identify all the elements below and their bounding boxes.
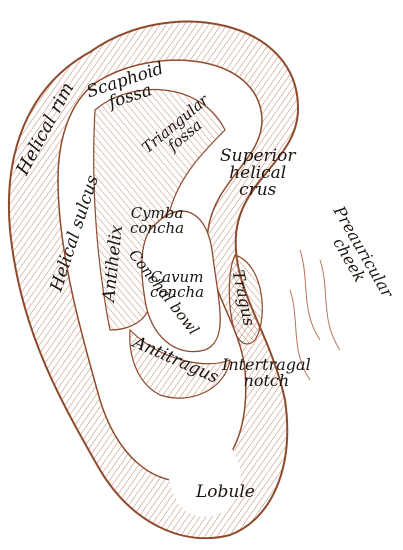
label-lobule: Lobule xyxy=(196,482,255,502)
cheek-stroke xyxy=(299,249,321,341)
antitragus-shape xyxy=(129,328,231,399)
cheek-stroke xyxy=(319,259,341,351)
label-superior-helical-crus: Superior helical crus xyxy=(220,146,296,200)
cheek-stroke xyxy=(289,289,311,381)
label-cavum-concha: Cavum concha xyxy=(150,268,205,301)
tragus-shape xyxy=(228,254,263,345)
concha-cavity xyxy=(141,210,221,353)
label-intertragal-notch: Intertragal notch xyxy=(222,355,311,390)
label-cymba-concha: Cymba concha xyxy=(130,204,185,237)
lobule-shape xyxy=(166,420,241,517)
